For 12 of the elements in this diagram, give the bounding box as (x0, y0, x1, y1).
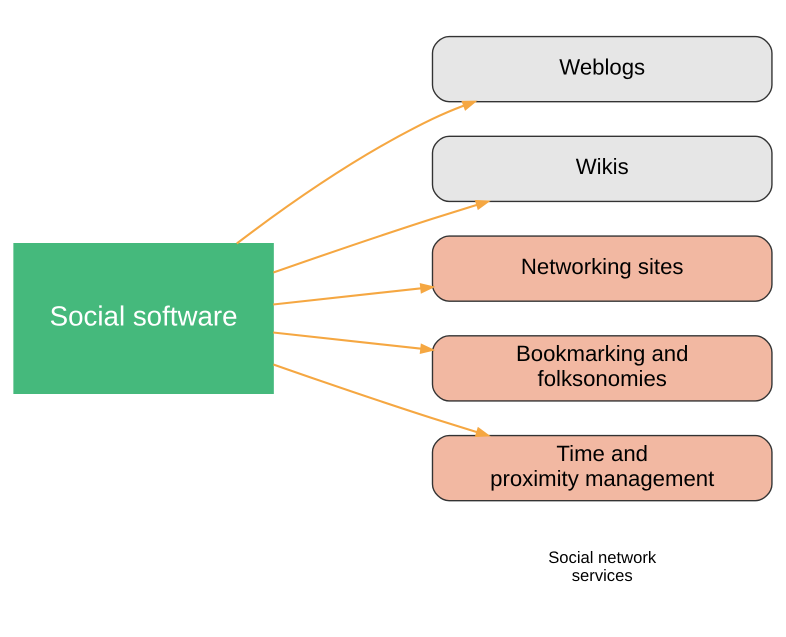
arrow (236, 100, 478, 244)
arrow (273, 363, 491, 438)
node-box: Time and proximity management (432, 434, 773, 502)
arrow (273, 283, 436, 306)
node-box: Wikis (432, 136, 773, 202)
node-box: Networking sites (432, 235, 773, 302)
arrow (273, 331, 436, 354)
node-box: Social software (13, 242, 274, 394)
node-box: Bookmarking and folksonomies (432, 335, 773, 402)
node-box: Weblogs (432, 36, 773, 102)
label: Social network services (548, 548, 656, 586)
arrow (273, 200, 491, 274)
